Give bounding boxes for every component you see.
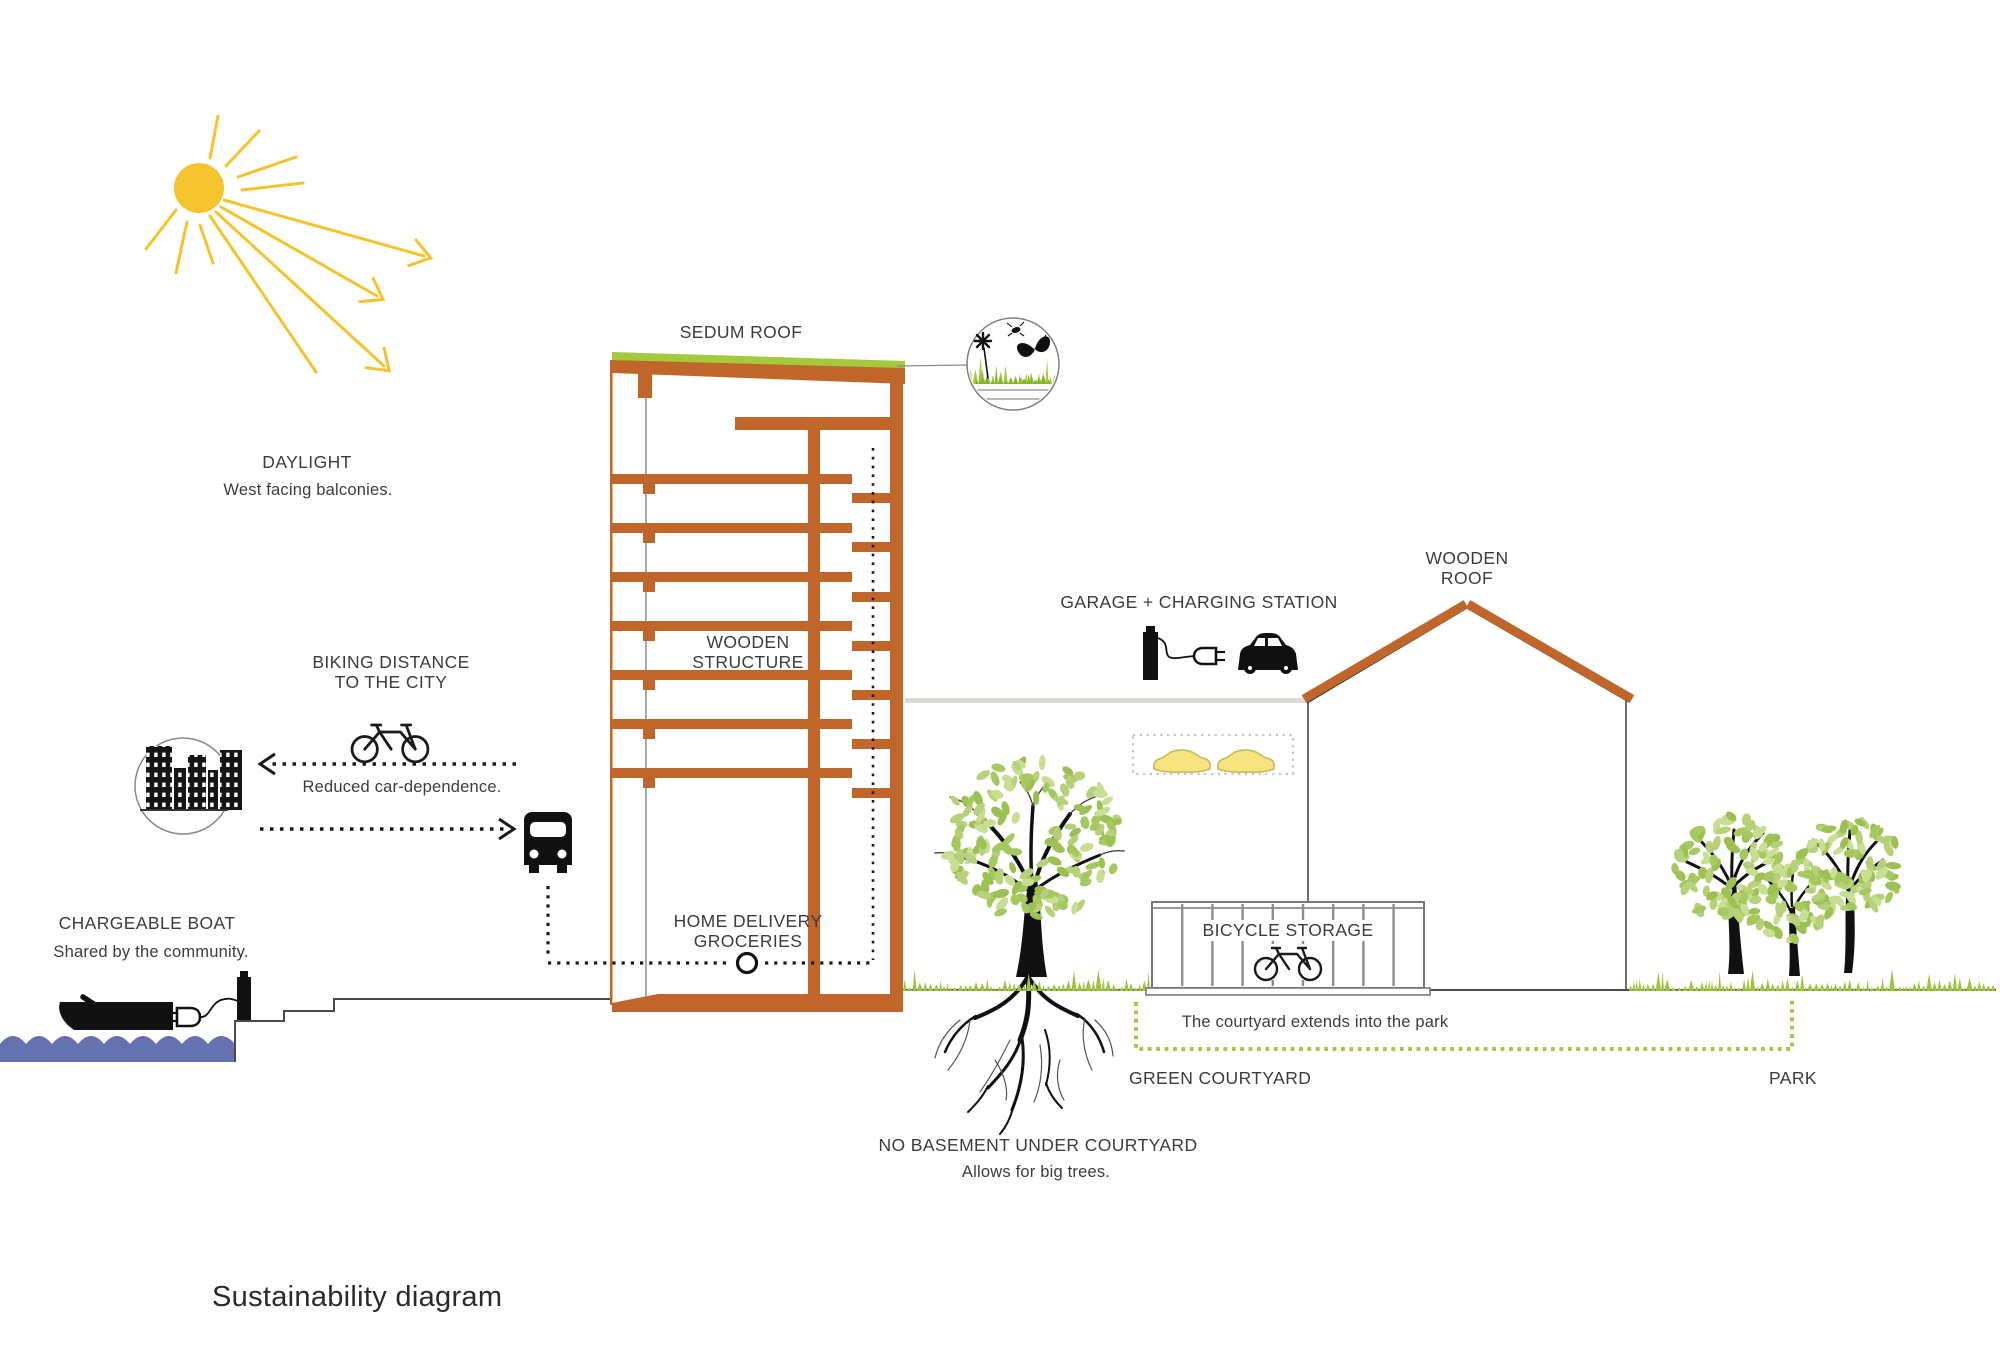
sedum-callout-line	[896, 364, 969, 367]
wooden-structure-label: WOODEN STRUCTURE	[692, 632, 804, 672]
tree-icon	[1795, 817, 1902, 973]
charging-post-icon	[1143, 626, 1158, 680]
chargeable-boat-subtitle: Shared by the community.	[53, 943, 249, 961]
car-icon	[1238, 633, 1298, 674]
biking-subtitle: Reduced car-dependence.	[302, 778, 502, 796]
garage-label: GARAGE + CHARGING STATION	[1060, 592, 1338, 612]
tree-icon	[1671, 811, 1792, 974]
butterfly-icon	[1016, 334, 1051, 357]
bike-label-backing	[1258, 944, 1320, 980]
daylight-label: DAYLIGHT	[262, 452, 352, 472]
sedum-grass	[969, 356, 1057, 384]
sedum-roof-strip	[612, 352, 905, 369]
garage-ceiling-line	[905, 698, 1308, 703]
parked-car-icon	[1153, 749, 1211, 773]
fly-icon	[1006, 321, 1025, 337]
tree-icon	[934, 754, 1125, 977]
roots-icon	[934, 973, 1114, 1135]
delivery-point-marker	[735, 951, 759, 975]
city-buildings-icon	[134, 737, 242, 835]
wooden-roof-house	[1301, 600, 1635, 989]
green-courtyard-label: GREEN COURTYARD	[1129, 1068, 1312, 1088]
sedum-detail-icon	[966, 317, 1060, 411]
no-basement-label: NO BASEMENT UNDER COURTYARD	[878, 1135, 1198, 1155]
plug-icon	[168, 997, 239, 1028]
grass-icon	[1629, 969, 1996, 991]
plug-icon	[1157, 637, 1225, 666]
flower-icon	[973, 331, 993, 379]
biking-distance-group	[134, 723, 517, 841]
bicycle-storage-label: BICYCLE STORAGE	[1197, 920, 1379, 941]
home-delivery-label: HOME DELIVERY GROCERIES	[673, 911, 823, 951]
wooden-roof-label: WOODEN ROOF	[1425, 548, 1509, 588]
no-basement-subtitle: Allows for big trees.	[961, 1163, 1111, 1181]
boat-icon	[59, 994, 174, 1030]
courtyard-group	[903, 754, 1794, 1135]
floor-slabs	[612, 474, 890, 798]
home-delivery-group	[524, 812, 873, 975]
diagram-title: Sustainability diagram	[212, 1281, 503, 1313]
biking-distance-label: BIKING DISTANCE TO THE CITY	[312, 652, 470, 692]
quay-steps	[234, 998, 610, 1062]
garage-group	[905, 626, 1308, 776]
parked-car-icon	[1217, 749, 1275, 773]
wooden-structure-building	[610, 352, 969, 1012]
parked-cars-box	[1131, 733, 1295, 776]
daylight-subtitle: West facing balconies.	[223, 481, 393, 499]
bicycle-icon	[350, 723, 430, 764]
chargeable-boat-label: CHARGEABLE BOAT	[58, 913, 236, 933]
sedum-roof-label: SEDUM ROOF	[679, 322, 803, 342]
park-label: PARK	[1769, 1068, 1817, 1088]
sun-icon	[144, 114, 434, 374]
waterfront-group	[0, 971, 610, 1062]
bicycle-storage-shed-icon	[1145, 901, 1431, 996]
delivery-truck-icon	[524, 812, 572, 873]
grass-icon	[903, 969, 1151, 991]
water	[0, 1036, 235, 1062]
courtyard-note: The courtyard extends into the park	[1181, 1013, 1449, 1031]
park-group	[1629, 811, 1996, 991]
charging-post-icon	[237, 971, 251, 1021]
